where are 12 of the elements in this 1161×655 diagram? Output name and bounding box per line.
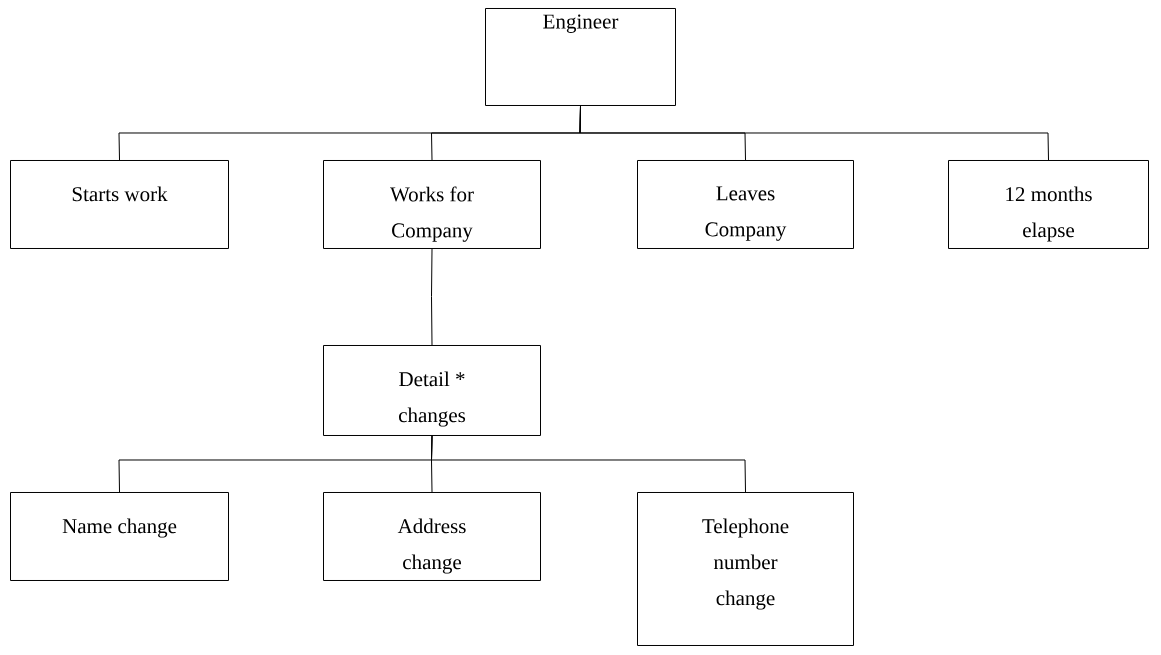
process-box: Engineer (485, 8, 676, 106)
connector-line (579, 105, 1049, 161)
process-box: 12 months elapse (948, 160, 1149, 249)
process-box: Address change (323, 492, 541, 581)
process-box: Works for Company (323, 160, 541, 249)
connector-line (431, 248, 433, 346)
connector-line (431, 435, 746, 493)
process-box: Leaves Company (637, 160, 854, 249)
process-box: Starts work (10, 160, 229, 249)
process-box: Detail * changes (323, 345, 541, 436)
process-box: Name change (10, 492, 229, 581)
process-box: Telephone number change (637, 492, 854, 646)
